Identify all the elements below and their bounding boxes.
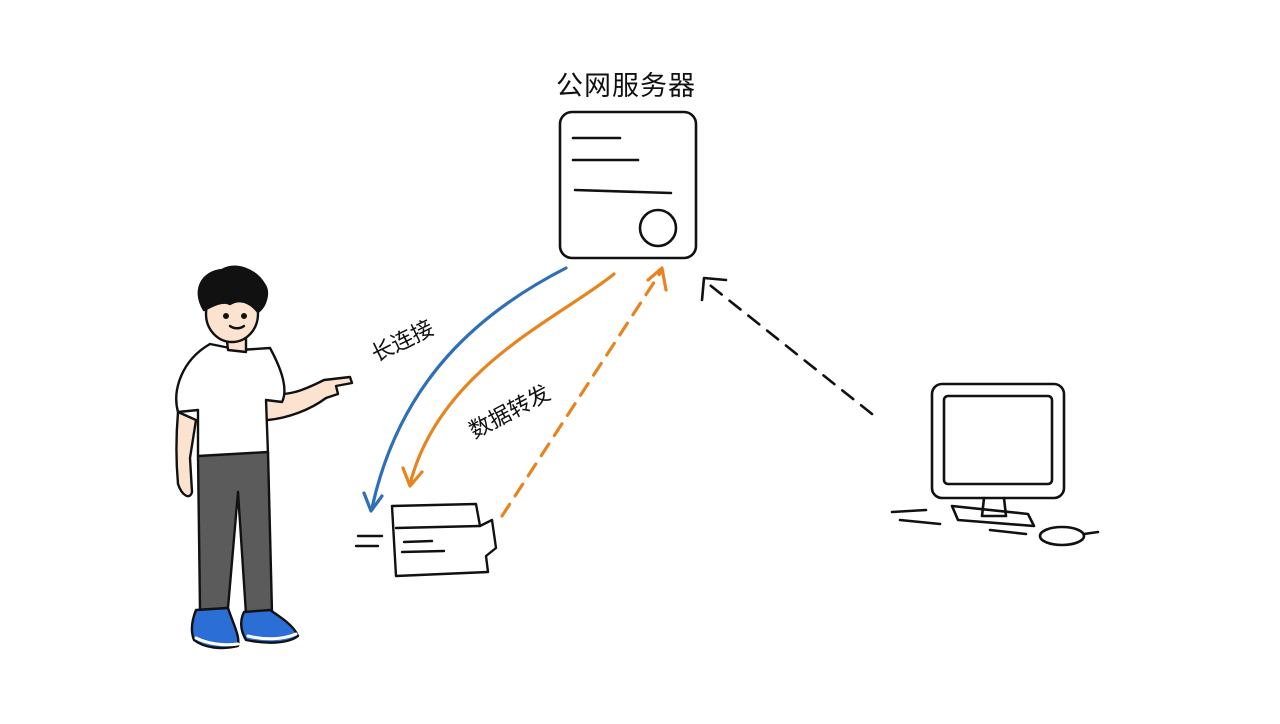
person-left-sole bbox=[194, 636, 240, 647]
person-right-arm bbox=[264, 375, 354, 422]
person-left-arm bbox=[175, 410, 198, 498]
monitor-neck bbox=[980, 496, 1008, 518]
person-eye-left bbox=[222, 313, 229, 320]
printer-slot bbox=[394, 524, 482, 530]
data-return-arrowhead bbox=[646, 266, 668, 292]
person-figure bbox=[175, 265, 354, 650]
desk-stroke-2 bbox=[898, 518, 942, 526]
server-label: 公网服务器 bbox=[556, 71, 696, 102]
data-return-line bbox=[500, 268, 664, 518]
printer-paper-line-2 bbox=[400, 549, 446, 554]
data-forward-line bbox=[408, 272, 616, 486]
mouse-icon bbox=[1038, 525, 1086, 547]
printer-icon bbox=[354, 502, 498, 578]
data-forward-arrowhead bbox=[401, 466, 424, 488]
long-connection-line bbox=[370, 266, 568, 510]
desk-stroke-1 bbox=[890, 508, 928, 514]
monitor-base bbox=[950, 504, 1036, 528]
server-icon bbox=[558, 110, 698, 260]
data-forward-arrow bbox=[401, 272, 616, 488]
person-hair bbox=[197, 265, 269, 314]
person-pants bbox=[196, 450, 274, 616]
person-right-sole bbox=[246, 632, 298, 641]
remote-access-line bbox=[704, 280, 874, 416]
server-body bbox=[558, 110, 698, 260]
data-return-arrow bbox=[500, 266, 668, 518]
long-connection-arrow bbox=[362, 266, 568, 513]
desktop-computer-icon bbox=[890, 382, 1100, 547]
remote-access-arrow bbox=[700, 276, 874, 416]
long-connection-arrowhead bbox=[362, 491, 384, 513]
mouse-cable bbox=[1082, 530, 1100, 536]
server-line-3 bbox=[573, 188, 673, 195]
person-mouth bbox=[228, 324, 246, 330]
printer-paper-line-1 bbox=[402, 539, 434, 544]
printer-body bbox=[390, 502, 498, 578]
desk-stroke-3 bbox=[988, 528, 1028, 536]
server-power-circle bbox=[638, 208, 678, 248]
monitor-frame bbox=[930, 382, 1066, 500]
person-left-shoe bbox=[190, 606, 240, 650]
remote-access-arrowhead bbox=[700, 276, 728, 302]
monitor-screen bbox=[942, 394, 1054, 486]
person-eye-right bbox=[240, 313, 247, 320]
person-right-shoe bbox=[240, 608, 300, 644]
